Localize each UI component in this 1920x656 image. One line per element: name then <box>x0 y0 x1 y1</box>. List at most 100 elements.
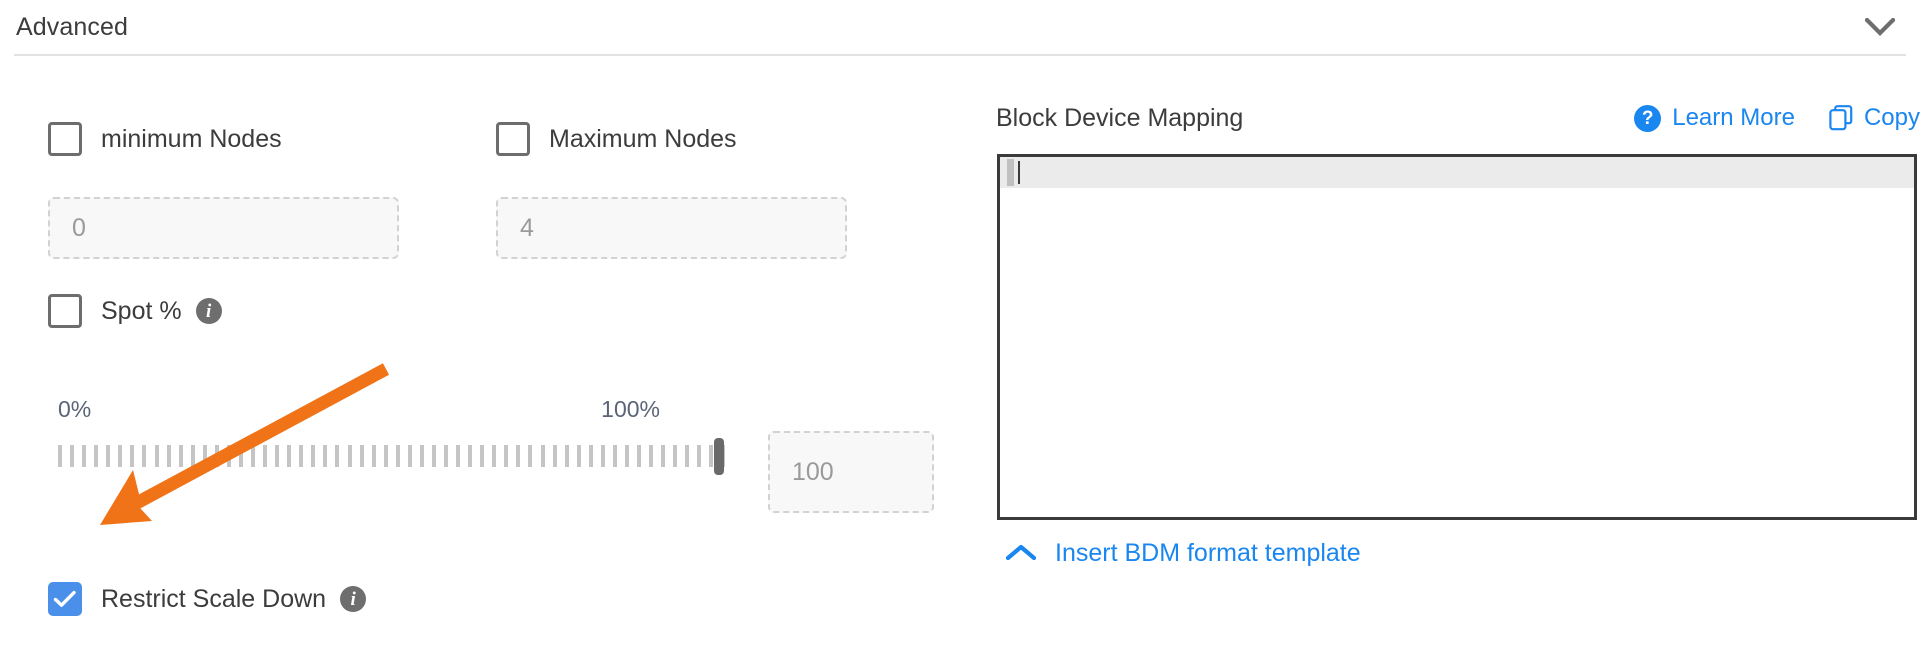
slider-thumb[interactable] <box>714 438 724 475</box>
block-device-mapping-header: Block Device Mapping ? Learn More Copy <box>996 101 1920 135</box>
slider-tick <box>552 445 557 467</box>
slider-tick <box>202 445 207 467</box>
learn-more-link[interactable]: ? Learn More <box>1634 104 1795 132</box>
slider-tick <box>299 445 304 467</box>
slider-tick <box>323 445 328 467</box>
slider-tick <box>431 445 436 467</box>
slider-tick <box>685 445 690 467</box>
slider-tick <box>564 445 569 467</box>
slider-tick <box>516 445 521 467</box>
slider-tick <box>709 445 714 467</box>
spot-percent-label: Spot % <box>101 296 182 325</box>
slider-tick <box>238 445 243 467</box>
slider-tick <box>178 445 183 467</box>
slider-tick <box>226 445 231 467</box>
question-circle-icon: ? <box>1634 104 1662 132</box>
editor-active-line <box>1000 157 1914 188</box>
slider-tick <box>275 445 280 467</box>
slider-tick <box>383 445 388 467</box>
slider-tick <box>106 445 111 467</box>
page-title: Advanced <box>16 12 128 41</box>
slider-tick <box>311 445 316 467</box>
minimum-nodes-row[interactable]: minimum Nodes <box>48 122 282 156</box>
slider-tick <box>697 445 702 467</box>
editor-gutter-mark <box>1007 159 1014 186</box>
restrict-scale-down-checkbox[interactable] <box>48 582 82 616</box>
slider-labels: 0% 100% <box>48 396 738 424</box>
slider-tick <box>480 445 485 467</box>
chevron-down-icon[interactable] <box>1858 5 1902 49</box>
slider-tick <box>142 445 147 467</box>
maximum-nodes-checkbox[interactable] <box>496 122 530 156</box>
slider-tick <box>70 445 75 467</box>
learn-more-label: Learn More <box>1672 104 1795 131</box>
restrict-scale-down-info-icon[interactable]: i <box>340 586 367 612</box>
minimum-nodes-label: minimum Nodes <box>101 124 282 153</box>
slider-tick <box>419 445 424 467</box>
restrict-scale-down-row[interactable]: Restrict Scale Down i <box>48 582 367 616</box>
slider-min-label: 0% <box>58 396 92 422</box>
slider-ticks <box>58 445 726 467</box>
slider-tick <box>588 445 593 467</box>
block-device-mapping-title: Block Device Mapping <box>996 103 1244 132</box>
slider-tick <box>504 445 509 467</box>
left-column: minimum Nodes 0 Maximum Nodes 4 Spot % i… <box>0 56 990 656</box>
slider-tick <box>251 445 255 467</box>
maximum-nodes-input[interactable]: 4 <box>496 197 847 259</box>
slider-tick <box>214 445 219 467</box>
slider-tick <box>166 445 171 467</box>
slider-tick <box>82 445 87 467</box>
slider-tick <box>624 445 629 467</box>
slider-tick <box>444 445 448 467</box>
slider-tick <box>468 445 473 467</box>
slider-tick <box>130 445 135 467</box>
slider-tick <box>528 445 533 467</box>
slider-tick <box>359 445 364 467</box>
slider-tick <box>576 445 581 467</box>
slider-tick <box>612 445 617 467</box>
block-device-mapping-editor[interactable] <box>997 154 1917 520</box>
insert-bdm-template-link[interactable]: Insert BDM format template <box>1003 534 1361 572</box>
copy-icon <box>1829 105 1853 131</box>
spot-percent-row[interactable]: Spot % i <box>48 294 222 328</box>
copy-label: Copy <box>1863 104 1920 131</box>
slider-tick <box>456 445 461 467</box>
spot-percent-value-input[interactable]: 100 <box>768 431 934 513</box>
editor-caret <box>1018 161 1020 184</box>
copy-button[interactable]: Copy <box>1829 104 1920 132</box>
spot-percent-info-icon[interactable]: i <box>195 298 222 324</box>
slider-tick <box>347 445 352 467</box>
slider-tick <box>492 445 497 467</box>
section-header[interactable]: Advanced <box>0 0 1920 54</box>
slider-tick <box>58 445 62 467</box>
maximum-nodes-row[interactable]: Maximum Nodes <box>496 122 737 156</box>
slider-tick <box>637 445 641 467</box>
spot-percent-slider-group: 0% 100% <box>48 396 738 475</box>
slider-tick <box>154 445 159 467</box>
slider-tick <box>395 445 400 467</box>
slider-tick <box>335 445 340 467</box>
slider-tick <box>287 445 292 467</box>
slider-tick <box>407 445 412 467</box>
minimum-nodes-checkbox[interactable] <box>48 122 82 156</box>
spot-percent-checkbox[interactable] <box>48 294 82 328</box>
header-divider <box>14 54 1906 56</box>
right-column: Block Device Mapping ? Learn More Copy <box>996 56 1920 656</box>
slider-tick <box>540 445 545 467</box>
slider-tick <box>371 445 376 467</box>
insert-bdm-template-label: Insert BDM format template <box>1055 538 1361 567</box>
slider-tick <box>118 445 123 467</box>
slider-tick <box>649 445 654 467</box>
slider-tick <box>661 445 666 467</box>
slider-tick <box>673 445 678 467</box>
slider-tick <box>600 445 605 467</box>
slider-tick <box>190 445 195 467</box>
slider-max-label: 100% <box>601 396 660 422</box>
maximum-nodes-label: Maximum Nodes <box>549 124 737 153</box>
restrict-scale-down-label: Restrict Scale Down <box>101 584 327 613</box>
minimum-nodes-input[interactable]: 0 <box>48 197 399 259</box>
chevron-up-icon <box>1003 538 1039 568</box>
slider-tick <box>263 445 268 467</box>
spot-percent-slider[interactable] <box>48 438 738 475</box>
